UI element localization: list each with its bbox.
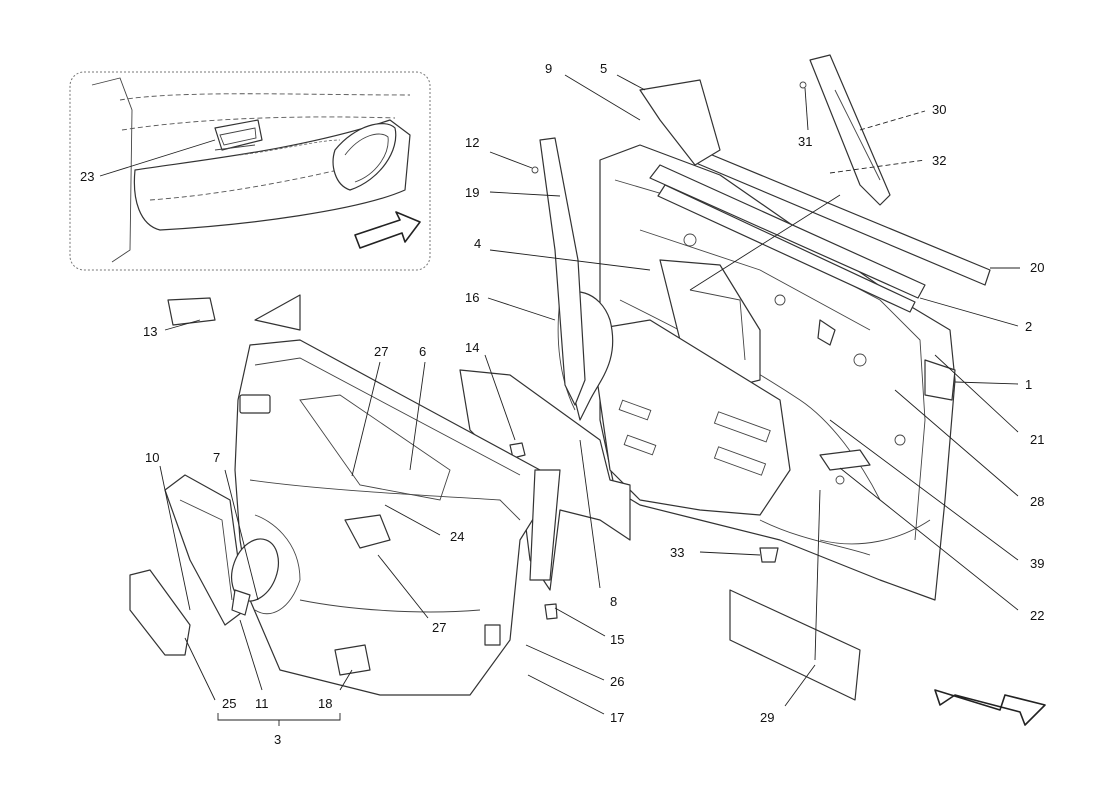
small-clips <box>509 81 807 620</box>
group-bracket-3 <box>217 713 341 726</box>
window-channel-strips <box>649 149 991 313</box>
callout-9: 9 <box>545 61 552 76</box>
inner-panel-board <box>589 319 791 516</box>
callout-6: 6 <box>419 344 426 359</box>
callout-27-upper: 27 <box>374 344 388 359</box>
callout-3: 3 <box>274 732 281 747</box>
speaker-grille <box>129 569 191 656</box>
callout-7: 7 <box>213 450 220 465</box>
handle-bezel <box>167 297 216 326</box>
callout-26: 26 <box>610 674 624 689</box>
callout-22: 22 <box>1030 608 1044 623</box>
callout-29: 29 <box>760 710 774 725</box>
callout-20: 20 <box>1030 260 1044 275</box>
callout-23: 23 <box>80 169 94 184</box>
callout-10: 10 <box>145 450 159 465</box>
callout-18: 18 <box>318 696 332 711</box>
callout-28: 28 <box>1030 494 1044 509</box>
door-handle-bezel-detail <box>214 119 263 151</box>
callout-12: 12 <box>465 135 479 150</box>
window-switch <box>334 644 371 676</box>
callout-21: 21 <box>1030 432 1044 447</box>
detail-inset <box>69 71 431 271</box>
leader-lines <box>99 74 1020 715</box>
callout-15: 15 <box>610 632 624 647</box>
callout-8: 8 <box>610 594 617 609</box>
b-pillar-trim <box>539 137 586 406</box>
pillar-inner-trim <box>529 469 561 581</box>
callout-labels: 1 2 3 4 5 6 7 8 9 10 11 12 13 14 15 16 1… <box>80 61 1044 747</box>
callout-13: 13 <box>143 324 157 339</box>
callout-19: 19 <box>465 185 479 200</box>
door-check-strap <box>817 319 871 471</box>
corner-mirror-cap <box>924 359 956 401</box>
door-trim-panel <box>234 294 546 696</box>
callout-16: 16 <box>465 290 479 305</box>
callout-25: 25 <box>222 696 236 711</box>
callout-31: 31 <box>798 134 812 149</box>
callout-32: 32 <box>932 153 946 168</box>
callout-39: 39 <box>1030 556 1044 571</box>
main-view-direction-arrow <box>934 689 1046 726</box>
upper-trim-moulding <box>809 54 891 206</box>
mirror-triangle-bracket <box>639 79 721 166</box>
callout-1: 1 <box>1025 377 1032 392</box>
callout-27-lower: 27 <box>432 620 446 635</box>
view-direction-arrow-inset <box>354 211 421 249</box>
callout-11: 11 <box>255 696 269 711</box>
callout-2: 2 <box>1025 319 1032 334</box>
callout-5: 5 <box>600 61 607 76</box>
callout-14: 14 <box>465 340 479 355</box>
lower-insulation-strip <box>729 589 861 701</box>
callout-30: 30 <box>932 102 946 117</box>
speaker-ring <box>231 538 279 616</box>
callout-4: 4 <box>474 236 481 251</box>
callout-33: 33 <box>670 545 684 560</box>
callout-17: 17 <box>610 710 624 725</box>
callout-24: 24 <box>450 529 464 544</box>
